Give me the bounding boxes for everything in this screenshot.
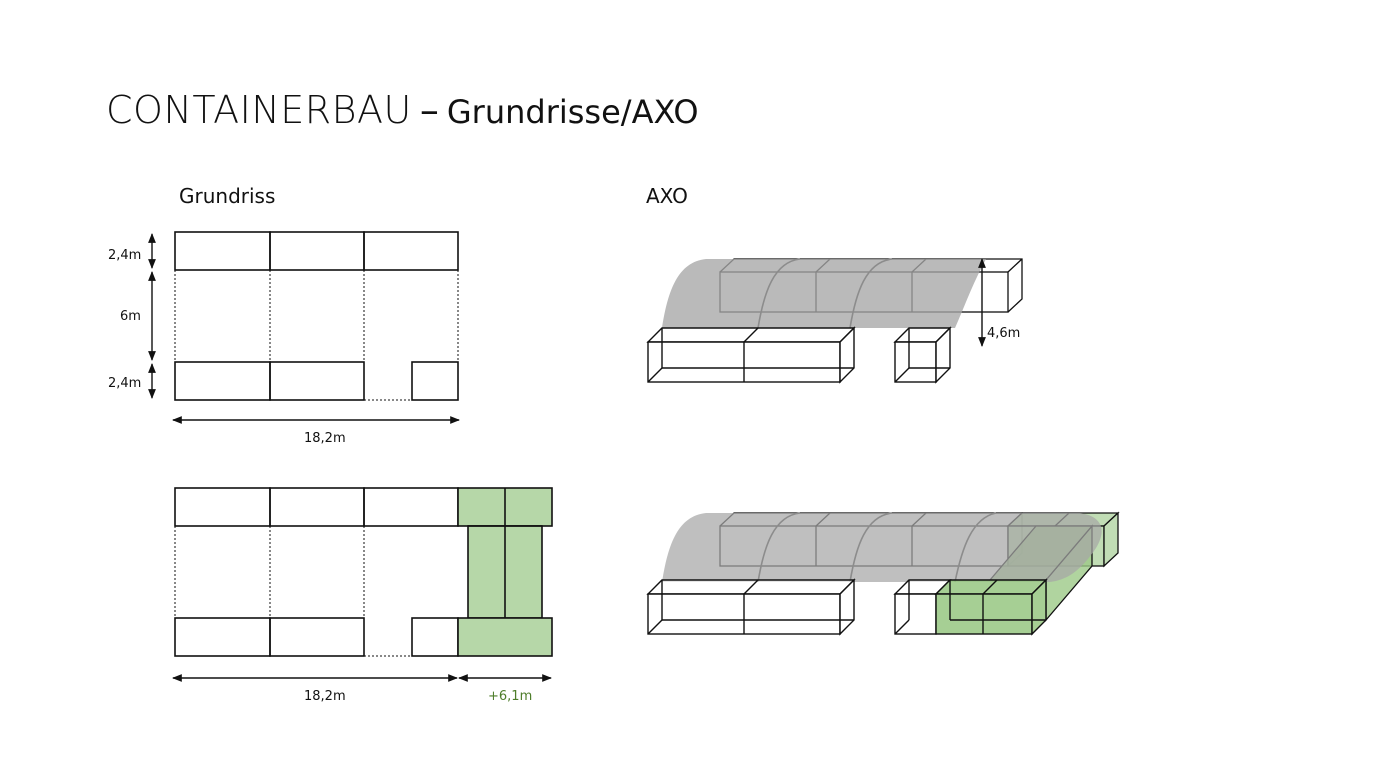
plan1-container-top-1 bbox=[174, 231, 271, 271]
plan2-grid-lines bbox=[174, 526, 412, 657]
plan1-container-bottom-1 bbox=[174, 361, 271, 401]
title-sub: Grundrisse/AXO bbox=[446, 93, 699, 131]
dim-courtyard-width: 6m bbox=[120, 309, 141, 324]
plan1-dimensions bbox=[148, 233, 460, 424]
label-grundriss: Grundriss bbox=[179, 184, 276, 208]
dim-container-width-bottom: 2,4m bbox=[108, 376, 141, 391]
plan2-container-bottom-2 bbox=[269, 617, 365, 657]
axo1-front-containers bbox=[646, 326, 952, 384]
dim-length-extension: +6,1m bbox=[488, 689, 532, 704]
axo2-front-containers bbox=[646, 578, 952, 636]
plan1-grid-lines bbox=[174, 270, 459, 401]
axo-original bbox=[646, 258, 1023, 384]
dim-length-original-2: 18,2m bbox=[304, 689, 346, 704]
axo2-roof-arches bbox=[757, 512, 997, 583]
plan2-extension bbox=[457, 487, 553, 657]
plan-extended bbox=[174, 487, 553, 657]
title-main: CONTAINERBAU bbox=[106, 88, 412, 132]
axo2-roof bbox=[662, 513, 1102, 582]
dim-height: 4,6m bbox=[987, 326, 1020, 341]
dim-container-width-top: 2,4m bbox=[108, 248, 141, 263]
extension-bottom bbox=[457, 617, 553, 657]
plan2-container-bottom-1 bbox=[174, 617, 271, 657]
plan-original bbox=[174, 231, 459, 401]
axo1-roof-arches bbox=[757, 258, 893, 329]
plan2-container-top-3 bbox=[363, 487, 459, 527]
label-axo: AXO bbox=[646, 184, 688, 208]
title-dash: – bbox=[419, 88, 439, 132]
plan2-container-top-1 bbox=[174, 487, 271, 527]
plan2-container-small bbox=[411, 617, 459, 657]
plan1-container-bottom-2 bbox=[269, 361, 365, 401]
axo2-extension-front bbox=[934, 578, 1048, 636]
dim-length-original: 18,2m bbox=[304, 431, 346, 446]
page-title: CONTAINERBAU–Grundrisse/AXO bbox=[106, 88, 699, 132]
axo1-roof bbox=[662, 259, 986, 328]
plan1-container-small bbox=[411, 361, 459, 401]
plan1-container-top-3 bbox=[363, 231, 459, 271]
axo-extended bbox=[646, 511, 1120, 636]
plan2-container-top-2 bbox=[269, 487, 365, 527]
plan1-container-top-2 bbox=[269, 231, 365, 271]
